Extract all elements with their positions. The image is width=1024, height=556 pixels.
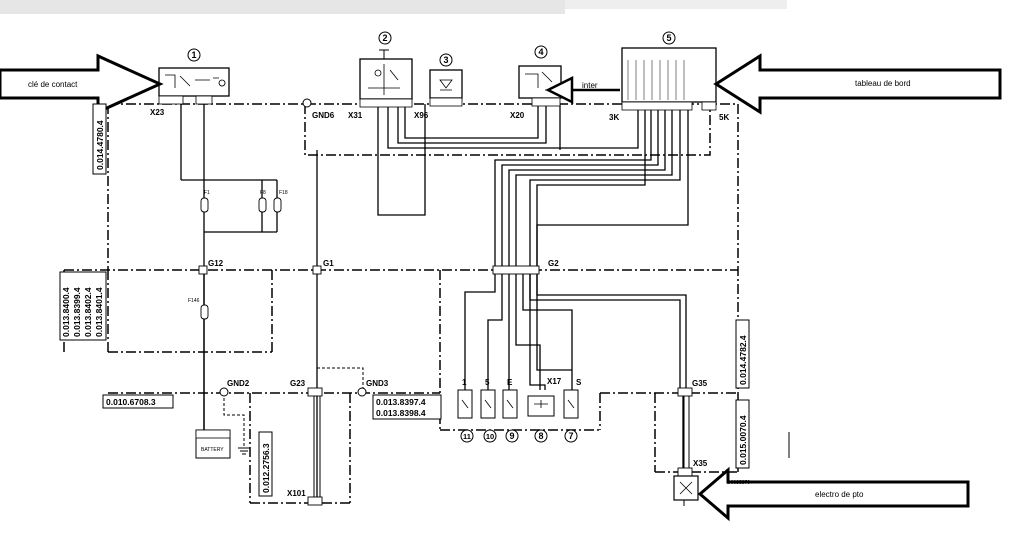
- label-inter: inter: [582, 81, 598, 90]
- switch-label-e: E: [507, 378, 513, 387]
- connector-x20: X20: [510, 111, 525, 120]
- battery-dashed: [223, 393, 245, 448]
- svg-text:0.013.8400.4: 0.013.8400.4: [61, 287, 71, 337]
- dashdot-frames: [63, 103, 739, 504]
- component-number-3: 3: [443, 55, 448, 65]
- connector-x23: X23: [150, 108, 165, 117]
- switch-label-5: 5: [485, 378, 490, 387]
- connector-x96: X96: [414, 111, 429, 120]
- dashed-link: [317, 367, 364, 390]
- svg-text:0.015.0070.4: 0.015.0070.4: [738, 415, 748, 465]
- ref-box-1: 0.014.4780.4: [92, 103, 107, 175]
- component-number-9: 9: [509, 431, 514, 441]
- svg-text:0.012.2756.3: 0.012.2756.3: [261, 443, 271, 493]
- label-tableau-de-bord: tableau de bord: [855, 79, 911, 88]
- component-number-10: 10: [486, 432, 494, 441]
- wire-pairs: [313, 393, 690, 500]
- number-circles: [187, 31, 676, 443]
- bottom-switches: [457, 389, 579, 419]
- component-number-1: 1: [191, 50, 196, 60]
- component-number-4: 4: [538, 47, 543, 57]
- fuse-f8: F8: [260, 190, 266, 196]
- battery-label: BATTERY: [201, 447, 224, 453]
- ground-gnd6: GND6: [312, 111, 335, 120]
- connector-x35: X35: [693, 459, 708, 468]
- drawing-number: D0035870: [727, 480, 750, 486]
- svg-text:0.014.4782.4: 0.014.4782.4: [738, 335, 748, 385]
- ground-gnd3: GND3: [366, 379, 389, 388]
- svg-text:0.014.4780.4: 0.014.4780.4: [95, 120, 105, 170]
- svg-text:0.013.8397.4: 0.013.8397.4: [376, 397, 426, 407]
- connector-x101: X101: [287, 489, 306, 498]
- top-gray-bar: [0, 0, 565, 14]
- ground-circles: [219, 98, 367, 397]
- top-gray-bar-right: [565, 0, 787, 9]
- pto-valve: [673, 475, 699, 506]
- arrow-tableau-de-bord: [713, 53, 1002, 115]
- component-5-dashboard: [621, 47, 717, 111]
- component-number-2: 2: [382, 33, 387, 43]
- battery: [195, 429, 250, 459]
- wires: [180, 104, 689, 503]
- arrow-inter: [545, 75, 620, 105]
- switch-label-s: S: [576, 378, 582, 387]
- ref-box-7: 0.015.0070.4: [735, 399, 750, 469]
- ref-box-2: 0.013.8400.4 0.013.8399.4 0.013.8402.4 0…: [59, 271, 107, 341]
- component-3: [429, 69, 463, 107]
- ref-box-6: 0.014.4782.4: [735, 319, 750, 389]
- ref-box-3: 0.010.6708.3: [102, 394, 174, 409]
- node-g2: G2: [548, 259, 559, 268]
- connector-x17: X17: [547, 377, 562, 386]
- switch-label-1: 1: [462, 378, 467, 387]
- component-number-11: 11: [463, 432, 471, 441]
- component-number-8: 8: [538, 431, 543, 441]
- connector-3k: 3K: [609, 113, 619, 122]
- component-number-7: 7: [568, 431, 573, 441]
- node-g12: G12: [208, 259, 224, 268]
- label-cle-de-contact: clé de contact: [28, 80, 78, 89]
- fuse-f146: F146: [188, 298, 200, 304]
- ref-box-5: 0.012.2756.3: [258, 431, 273, 497]
- ignition-switch: [158, 67, 230, 105]
- node-g35: G35: [692, 379, 708, 388]
- node-g1: G1: [323, 259, 334, 268]
- fuses: [200, 197, 282, 320]
- node-g23: G23: [290, 379, 306, 388]
- svg-text:0.013.8401.4: 0.013.8401.4: [94, 287, 104, 337]
- fuse-f1: F1: [204, 190, 210, 196]
- connector-5k: 5K: [719, 113, 729, 122]
- svg-text:0.013.8402.4: 0.013.8402.4: [83, 287, 93, 337]
- node-boxes: [198, 265, 693, 506]
- connector-x31: X31: [348, 111, 363, 120]
- ground-gnd2: GND2: [227, 379, 250, 388]
- svg-text:0.013.8398.4: 0.013.8398.4: [376, 408, 426, 418]
- arrow-cle-de-contact: [0, 53, 164, 115]
- component-number-5: 5: [666, 33, 671, 43]
- arrow-electro-de-pto: [697, 466, 970, 522]
- ref-box-4: 0.013.8397.4 0.013.8398.4: [372, 394, 442, 420]
- fuse-f18: F18: [279, 190, 288, 196]
- svg-text:0.010.6708.3: 0.010.6708.3: [106, 397, 156, 407]
- component-2: [359, 49, 413, 108]
- label-electro-de-pto: electro de pto: [815, 490, 864, 499]
- svg-text:0.013.8399.4: 0.013.8399.4: [72, 287, 82, 337]
